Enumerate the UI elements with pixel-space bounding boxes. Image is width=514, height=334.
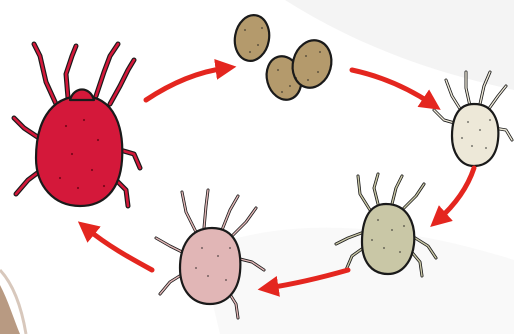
background-arc-shade xyxy=(200,228,514,334)
arrow-eggs-to-larva xyxy=(352,70,432,104)
egg-shape xyxy=(231,12,272,63)
arrow-deutonymph-to-adult xyxy=(86,228,152,270)
arrow-larva-to-protonymph xyxy=(438,168,474,220)
mite-leg-fill xyxy=(488,86,506,110)
adult-mite-head xyxy=(70,90,94,101)
deutonymph-mite-body xyxy=(180,228,240,304)
adult-mite-body xyxy=(36,96,122,206)
larva-mite-body xyxy=(452,104,498,166)
mite-leg-fill xyxy=(446,80,462,112)
corner-photo-fragment xyxy=(0,285,20,334)
adult-leg-fill xyxy=(110,60,134,104)
adult-red-mite-icon xyxy=(14,44,140,206)
egg-cluster-icon xyxy=(231,12,336,103)
arrow-adult-to-eggs xyxy=(146,68,226,100)
protonymph-mite-body xyxy=(362,204,414,274)
adult-leg-fill xyxy=(34,44,56,104)
